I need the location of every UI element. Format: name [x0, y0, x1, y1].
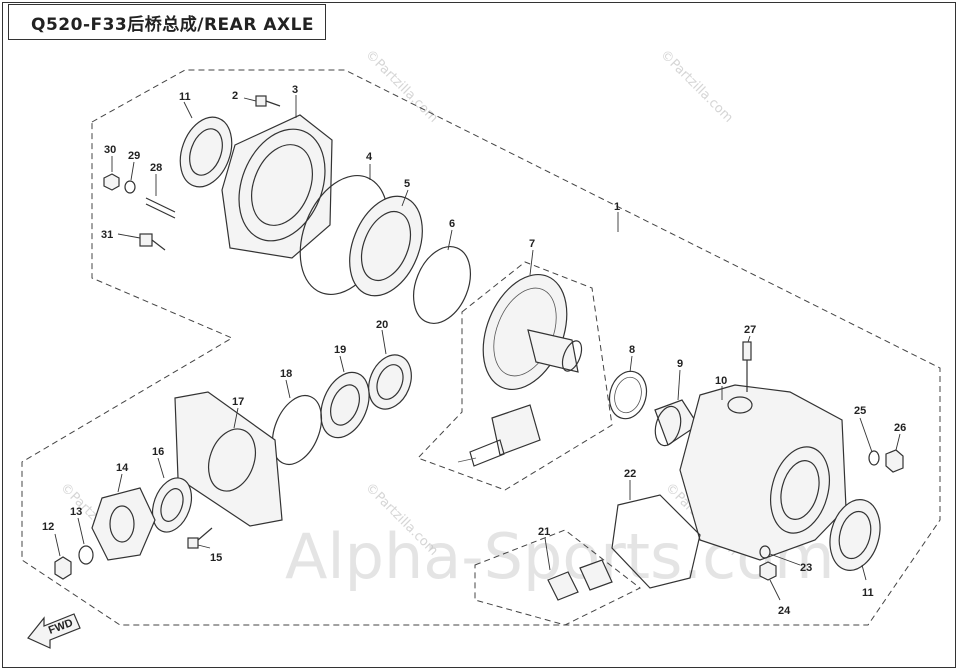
callout-22: 22 — [624, 468, 636, 480]
callout-17: 17 — [232, 396, 244, 408]
part-10-axle-housing — [679, 384, 847, 561]
part-22-gasket — [611, 494, 701, 589]
callout-8: 8 — [629, 344, 635, 356]
callout-21: 21 — [538, 526, 550, 538]
callout-1: 1 — [614, 201, 620, 213]
part-16-oil-seal — [151, 477, 193, 533]
part-14-output-flange — [91, 487, 156, 561]
part-21-bushings — [547, 559, 613, 601]
callout-19: 19 — [334, 344, 346, 356]
assembly-boundary — [21, 69, 941, 626]
callout-29: 29 — [128, 150, 140, 162]
callout-15: 15 — [210, 552, 222, 564]
callout-12: 12 — [42, 521, 54, 533]
callout-13: 13 — [70, 506, 82, 518]
part-12-nut — [54, 556, 72, 580]
part-19-bearing — [320, 371, 370, 439]
callout-7: 7 — [529, 238, 535, 250]
callout-27: 27 — [744, 324, 756, 336]
callout-4: 4 — [366, 151, 373, 163]
part-20-bushing — [368, 354, 412, 410]
callout-14: 14 — [116, 462, 129, 474]
callout-6: 6 — [449, 218, 455, 230]
gear-set-boundary — [417, 261, 613, 491]
part-7-ring-gear — [482, 273, 583, 391]
callout-26: 26 — [894, 422, 906, 434]
callout-10: 10 — [715, 375, 727, 387]
part-28-stud — [145, 197, 176, 219]
part-24-nut — [759, 561, 777, 581]
part-29-washer — [124, 180, 136, 194]
part-18-o-ring — [271, 395, 323, 465]
callout-5: 5 — [404, 178, 410, 190]
callout-30: 30 — [104, 144, 116, 156]
callout-18: 18 — [280, 368, 292, 380]
callout-16: 16 — [152, 446, 164, 458]
part-8-gasket — [608, 370, 648, 420]
callout-9: 9 — [677, 358, 683, 370]
callout-28: 28 — [150, 162, 162, 174]
part-11-oil-seal-bottom — [829, 499, 881, 571]
part-27-breather — [742, 341, 752, 392]
diagram-title: Q520-F33后桥总成/REAR AXLE — [31, 14, 315, 35]
watermark-small-2: ©Partzilla.com — [657, 47, 736, 126]
part-11-oil-seal-top — [179, 116, 233, 188]
callout-31: 31 — [101, 229, 113, 241]
part-2-bolt — [255, 95, 281, 107]
callout-3: 3 — [292, 84, 298, 96]
bushing-boundary — [474, 529, 641, 626]
callout-20: 20 — [376, 319, 388, 331]
part-13-washer — [78, 545, 94, 565]
part-9-needle-bearing — [654, 399, 699, 447]
part-25-washer — [868, 450, 880, 466]
part-5-bearing — [349, 195, 423, 297]
part-6-shim-ring — [413, 246, 471, 324]
fwd-arrow-icon: FWD — [27, 613, 81, 649]
title-box: Q520-F33后桥总成/REAR AXLE — [8, 4, 326, 40]
part-31-bolt — [139, 233, 166, 251]
callout-2: 2 — [232, 90, 238, 102]
callout-11-bottom: 11 — [862, 587, 874, 599]
callout-23: 23 — [800, 562, 812, 574]
callout-11-top: 11 — [179, 91, 191, 103]
part-26-plug — [885, 449, 904, 473]
part-7-pinion-gear — [457, 404, 541, 467]
leader-lines — [54, 95, 901, 601]
part-23-washer — [759, 545, 771, 559]
part-15-bolt — [187, 527, 213, 549]
part-3-bearing-cover — [221, 114, 333, 259]
callout-25: 25 — [854, 405, 866, 417]
callout-24: 24 — [778, 605, 791, 617]
watermark-small-1: ©Partzilla.com — [362, 47, 441, 126]
part-30-nut — [103, 173, 120, 191]
